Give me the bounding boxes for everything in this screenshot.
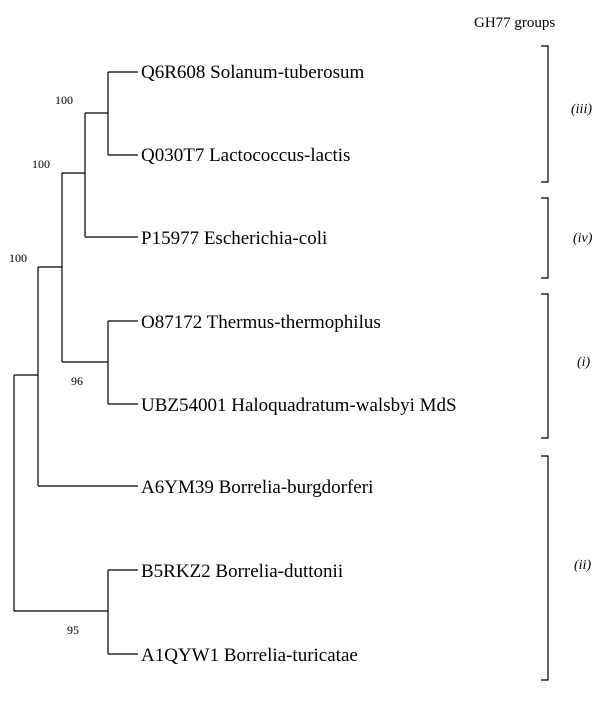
group-label: (iv) (573, 231, 593, 246)
bootstrap-label: 100 (32, 157, 50, 171)
group-labels: (iii) (iv) (i) (ii) (571, 102, 593, 573)
tree-branches (13, 71, 138, 655)
group-bracket-iii (541, 45, 549, 183)
taxon-label: O87172 Thermus-thermophilus (141, 312, 381, 333)
bootstrap-values: 100 100 100 96 95 (9, 93, 83, 637)
taxon-label: Q030T7 Lactococcus-lactis (141, 145, 350, 166)
groups-header: GH77 groups (474, 15, 555, 31)
taxon-label: P15977 Escherichia-coli (141, 228, 327, 249)
bootstrap-label: 95 (67, 623, 79, 637)
group-label: (i) (577, 355, 591, 370)
taxon-label: B5RKZ2 Borrelia-duttonii (141, 561, 343, 582)
group-bracket-iv (541, 197, 549, 279)
group-bracket-i (541, 293, 549, 439)
group-bracket-ii (541, 455, 549, 681)
bootstrap-label: 96 (71, 374, 83, 388)
group-label: (iii) (571, 102, 592, 117)
taxon-label: Q6R608 Solanum-tuberosum (141, 62, 364, 83)
taxon-label: A6YM39 Borrelia-burgdorferi (141, 477, 373, 498)
taxon-label: UBZ54001 Haloquadratum-walsbyi MdS (141, 395, 457, 416)
bootstrap-label: 100 (55, 93, 73, 107)
bootstrap-label: 100 (9, 251, 27, 265)
group-brackets (541, 45, 549, 681)
taxon-label: A1QYW1 Borrelia-turicatae (141, 645, 358, 666)
taxon-labels: Q6R608 Solanum-tuberosum Q030T7 Lactococ… (141, 62, 457, 666)
group-label: (ii) (574, 558, 591, 573)
